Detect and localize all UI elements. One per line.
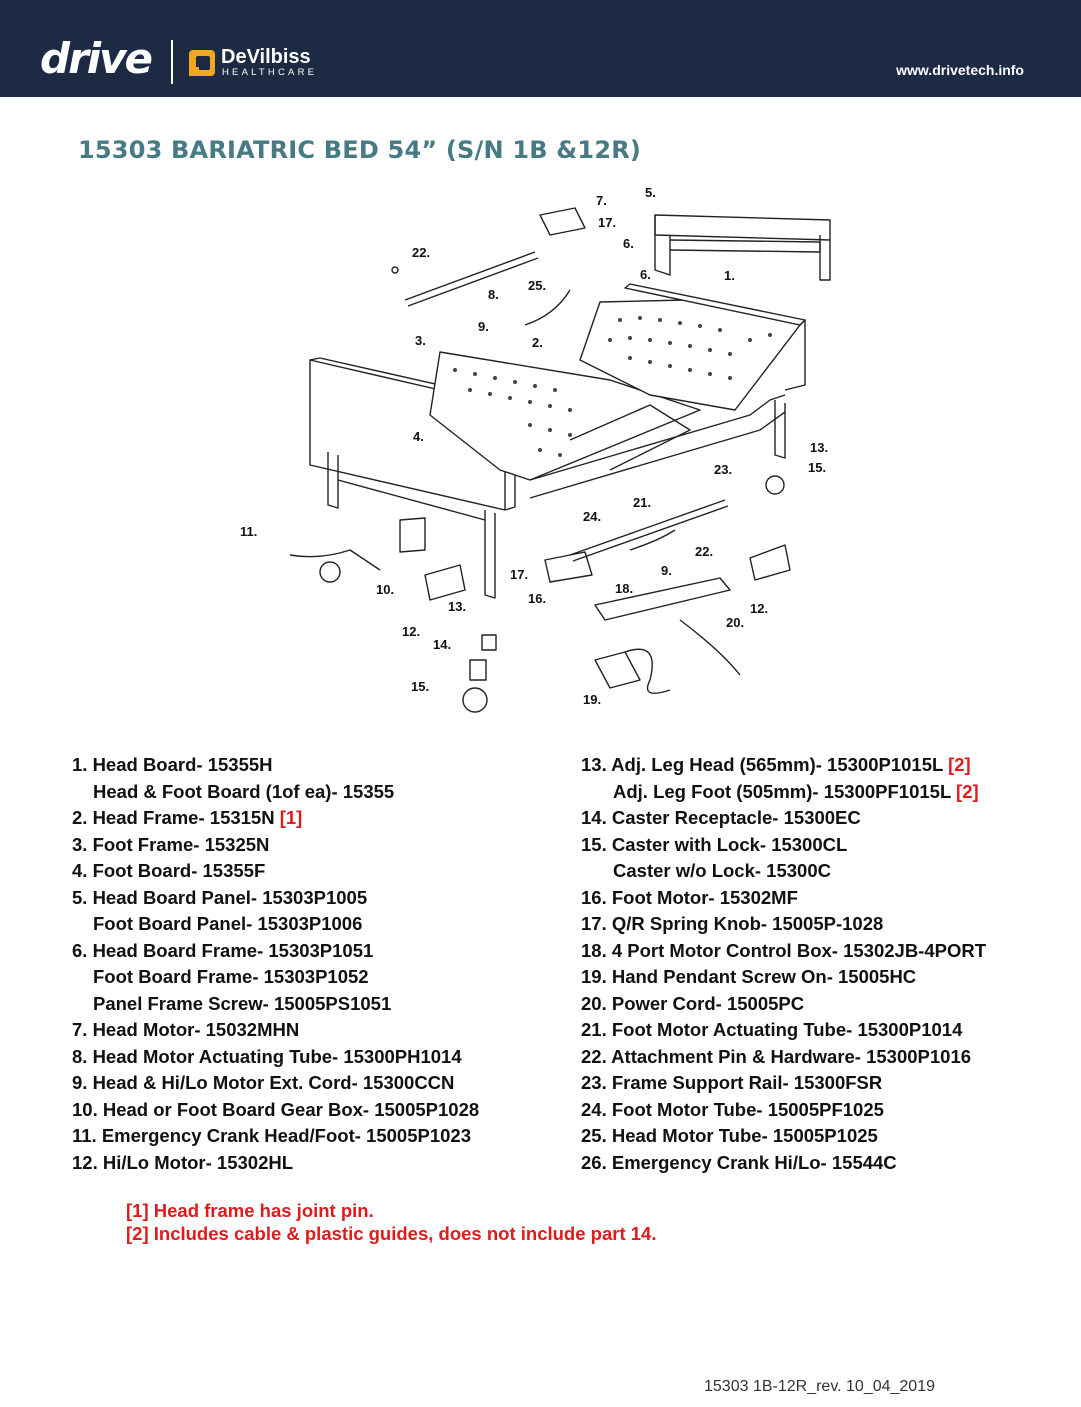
- part-line: 13. Adj. Leg Head (565mm)- 15300P1015L […: [581, 754, 971, 775]
- parts-list-right: 13. Adj. Leg Head (565mm)- 15300P1015L […: [581, 752, 1081, 1176]
- label-17-bottom: 17.: [510, 567, 528, 582]
- label-14: 14.: [433, 637, 451, 652]
- label-6-bottom: 6.: [640, 267, 651, 282]
- label-24: 24.: [583, 509, 601, 524]
- label-23: 23.: [714, 462, 732, 477]
- bed-drawing: [289, 207, 831, 713]
- label-21: 21.: [633, 495, 651, 510]
- devilbiss-logo-icon: [189, 50, 215, 76]
- label-12-left: 12.: [402, 624, 420, 639]
- part-line: 14. Caster Receptacle- 15300EC: [581, 807, 861, 828]
- part-line: Head & Foot Board (1of ea)- 15355: [93, 780, 395, 802]
- label-15-left: 15.: [411, 679, 429, 694]
- label-13-right: 13.: [810, 440, 828, 455]
- label-18: 18.: [615, 581, 633, 596]
- label-9-bottom: 9.: [661, 563, 672, 578]
- label-17-top: 17.: [598, 215, 616, 230]
- label-16: 16.: [528, 591, 546, 606]
- part-line: 7. Head Motor- 15032MHN: [72, 1019, 300, 1040]
- label-15-right: 15.: [808, 460, 826, 475]
- label-8: 8.: [488, 287, 499, 302]
- part-line: 2. Head Frame- 15315N [1]: [72, 807, 303, 828]
- part-line: Foot Board Panel- 15303P1006: [93, 913, 363, 934]
- part-line: 19. Hand Pendant Screw On- 15005HC: [581, 966, 917, 987]
- part-line: Foot Board Frame- 15303P1052: [93, 966, 369, 987]
- part-line: 25. Head Motor Tube- 15005P1025: [581, 1125, 878, 1146]
- label-4: 4.: [413, 429, 424, 444]
- part-line: 26. Emergency Crank Hi/Lo- 15544C: [581, 1151, 897, 1173]
- part-line: 12. Hi/Lo Motor- 15302HL: [72, 1151, 294, 1173]
- drive-logo: drive: [40, 34, 153, 83]
- part-line: 4. Foot Board- 15355F: [72, 860, 266, 881]
- part-line: 10. Head or Foot Board Gear Box- 15005P1…: [72, 1098, 480, 1120]
- exploded-parts-diagram: 5. 7. 17. 6. 22. 6. 1. 25. 8. 9. 3. 2. 4…: [240, 185, 831, 713]
- footnotes: [1] Head frame has joint pin. [2] Includ…: [126, 1199, 656, 1245]
- label-1: 1.: [724, 268, 735, 283]
- label-13-left: 13.: [448, 599, 466, 614]
- part-line: 22. Attachment Pin & Hardware- 15300P101…: [581, 1045, 972, 1067]
- label-19: 19.: [583, 692, 601, 707]
- part-line: 16. Foot Motor- 15302MF: [581, 886, 798, 908]
- footnote-ref: [1]: [279, 807, 303, 828]
- part-line: 1. Head Board- 15355H: [72, 754, 273, 775]
- part-line: 23. Frame Support Rail- 15300FSR: [581, 1072, 883, 1093]
- label-3: 3.: [415, 333, 426, 348]
- footnote-1: [1] Head frame has joint pin.: [126, 1200, 374, 1221]
- part-line: 8. Head Motor Actuating Tube- 15300PH101…: [72, 1045, 462, 1067]
- part-line: 17. Q/R Spring Knob- 15005P-1028: [581, 913, 884, 934]
- parts-list-left: 1. Head Board- 15355H Head & Foot Board …: [72, 752, 572, 1176]
- footnote-ref: [2]: [956, 780, 979, 802]
- part-line: 11. Emergency Crank Head/Foot- 15005P102…: [72, 1125, 471, 1146]
- part-line: 9. Head & Hi/Lo Motor Ext. Cord- 15300CC…: [72, 1072, 455, 1093]
- part-line: Adj. Leg Foot (505mm)- 15300PF1015L [2]: [613, 780, 979, 802]
- label-7: 7.: [596, 193, 607, 208]
- part-line: 5. Head Board Panel- 15303P1005: [72, 886, 368, 908]
- revision-footer: 15303 1B-12R_rev. 10_04_2019: [704, 1378, 935, 1395]
- part-line: 21. Foot Motor Actuating Tube- 15300P101…: [581, 1019, 963, 1040]
- part-line: 24. Foot Motor Tube- 15005PF1025: [581, 1098, 884, 1120]
- page-title: 15303 BARIATRIC BED 54” (S/N 1B &12R): [78, 136, 642, 164]
- part-line: 6. Head Board Frame- 15303P1051: [72, 939, 374, 961]
- part-line: 15. Caster with Lock- 15300CL: [581, 833, 848, 855]
- label-22-bottom: 22.: [695, 544, 713, 559]
- healthcare-logo-text: HEALTHCARE: [222, 67, 318, 78]
- label-9-top: 9.: [478, 319, 489, 334]
- label-20: 20.: [726, 615, 744, 630]
- label-10: 10.: [376, 582, 394, 597]
- label-6-top: 6.: [623, 236, 634, 251]
- logo-divider: [171, 40, 173, 84]
- part-line: 20. Power Cord- 15005PC: [581, 992, 805, 1014]
- label-12-right: 12.: [750, 601, 768, 616]
- header-bar: drive DeVilbiss HEALTHCARE www.drivetech…: [0, 0, 1081, 97]
- devilbiss-logo-text: DeVilbiss: [221, 46, 311, 68]
- part-line: 3. Foot Frame- 15325N: [72, 833, 270, 855]
- label-25: 25.: [528, 278, 546, 293]
- label-22-top: 22.: [412, 245, 430, 260]
- footnote-ref: [2]: [948, 754, 971, 775]
- part-line: Caster w/o Lock- 15300C: [613, 860, 831, 881]
- label-5: 5.: [645, 185, 656, 200]
- part-line: Panel Frame Screw- 15005PS1051: [93, 992, 392, 1014]
- footnote-2: [2] Includes cable & plastic guides, doe…: [126, 1223, 657, 1244]
- label-11: 11.: [240, 524, 257, 539]
- part-line: 18. 4 Port Motor Control Box- 15302JB-4P…: [581, 939, 987, 961]
- website-link[interactable]: www.drivetech.info: [896, 62, 1024, 78]
- label-2: 2.: [532, 335, 543, 350]
